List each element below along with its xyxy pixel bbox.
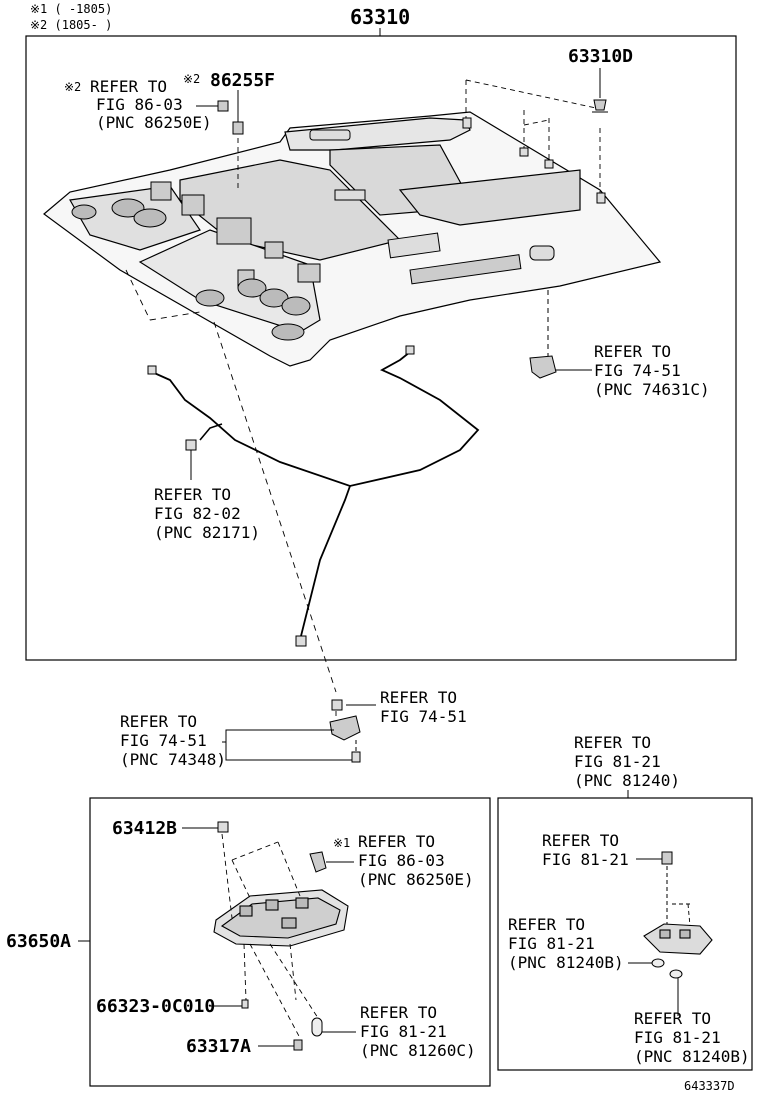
console-dashed-lines xyxy=(221,833,319,1039)
ref-lamp-left-line2: FIG 81-21 xyxy=(508,934,595,953)
lamp-bulb-icon-b xyxy=(669,969,683,979)
lamp-screw-icon xyxy=(661,851,673,865)
lamp-illustration[interactable] xyxy=(643,923,713,955)
ref-86-03-line2: FIG 86-03 xyxy=(96,95,183,114)
ref-lamp-screw-line1: REFER TO xyxy=(542,831,619,850)
ref-74348-line3: (PNC 74348) xyxy=(120,750,226,769)
ref-86-03-mark: ※2 xyxy=(64,80,81,94)
ref-81240-line2: FIG 81-21 xyxy=(574,752,661,771)
console-fastener-icon xyxy=(309,851,327,873)
fastener-icon-a xyxy=(217,100,229,112)
lamp-bulb-icon-a xyxy=(651,958,665,968)
ref-lamp-left-line1: REFER TO xyxy=(508,915,585,934)
ref-74348-leader-b xyxy=(225,742,352,761)
headliner-box xyxy=(25,35,737,661)
ref-86250E-line1: REFER TO xyxy=(358,832,435,851)
ref-86250E-line3: (PNC 86250E) xyxy=(358,870,474,889)
ref-74348-leader xyxy=(222,729,334,743)
note-1: ※1 ( -1805) xyxy=(30,2,112,16)
ref-mid-right-line1: REFER TO xyxy=(380,688,457,707)
ref-lamp-bottom-line3: (PNC 81240B) xyxy=(634,1047,750,1066)
ref-lamp-bottom-line1: REFER TO xyxy=(634,1009,711,1028)
headliner-details xyxy=(71,129,555,341)
clip-icons xyxy=(462,117,606,204)
lamp-box xyxy=(497,797,753,1071)
wire-connector-a xyxy=(185,439,197,451)
fastener-86255F-mark: ※2 xyxy=(183,72,200,86)
sunvisor-bracket-icon xyxy=(329,715,361,741)
wire-connector-c xyxy=(147,365,157,375)
ref-81260C-line3: (PNC 81260C) xyxy=(360,1041,476,1060)
ref-74631C-line1: REFER TO xyxy=(594,342,671,361)
note-2: ※2 (1805- ) xyxy=(30,18,112,32)
clip-dashed-lines xyxy=(237,79,601,193)
ref-74348-line1: REFER TO xyxy=(120,712,197,731)
bracket-clip-icon xyxy=(331,699,343,711)
small-screw-icon xyxy=(241,999,249,1009)
headliner-illustration[interactable] xyxy=(43,111,662,367)
bracket-screw-icon xyxy=(351,751,361,763)
ref-74631C-line3: (PNC 74631C) xyxy=(594,380,710,399)
ref-86-03-line1: REFER TO xyxy=(90,77,167,96)
bulb-icon xyxy=(311,1017,323,1037)
wire-connector-b xyxy=(295,635,307,647)
wire-connector-d xyxy=(405,345,415,355)
ref-74348-line2: FIG 74-51 xyxy=(120,731,207,750)
part-clip-63310D[interactable]: 63310D xyxy=(568,46,633,67)
ref-lamp-screw-line2: FIG 81-21 xyxy=(542,850,629,869)
ref-82171-line1: REFER TO xyxy=(154,485,231,504)
ref-74631C-line2: FIG 74-51 xyxy=(594,361,681,380)
diagram-code: 643337D xyxy=(684,1079,735,1093)
part-63412B[interactable]: 63412B xyxy=(112,818,177,839)
wire-stub xyxy=(199,423,223,441)
sunvisor-holder-icon xyxy=(529,355,557,379)
ref-81240-line3: (PNC 81240) xyxy=(574,771,680,790)
ref-lamp-bottom-line2: FIG 81-21 xyxy=(634,1028,721,1047)
screw-icon xyxy=(293,1039,303,1051)
ref-86250E-line2: FIG 86-03 xyxy=(358,851,445,870)
ref-81240-line1: REFER TO xyxy=(574,733,651,752)
ref-86-03-line3: (PNC 86250E) xyxy=(96,113,212,132)
main-part-number[interactable]: 63310 xyxy=(350,5,410,29)
console-box xyxy=(89,797,491,1087)
console-lamp-illustration[interactable] xyxy=(213,889,349,947)
lamp-dashed-lines xyxy=(672,903,691,927)
part-63317A[interactable]: 63317A xyxy=(186,1036,251,1057)
wire-harness[interactable] xyxy=(151,351,480,487)
part-66323-0C010[interactable]: 66323-0C010 xyxy=(96,996,215,1017)
part-63650A[interactable]: 63650A xyxy=(6,931,71,952)
ref-82171-line2: FIG 82-02 xyxy=(154,504,241,523)
part-fastener-86255F[interactable]: 86255F xyxy=(210,70,275,91)
ref-mid-right-line2: FIG 74-51 xyxy=(380,707,467,726)
ref-81260C-line1: REFER TO xyxy=(360,1003,437,1022)
ref-82171-line3: (PNC 82171) xyxy=(154,523,260,542)
wire-branch[interactable] xyxy=(299,485,351,641)
ref-86250E-mark: ※1 xyxy=(333,836,350,850)
ref-81260C-line2: FIG 81-21 xyxy=(360,1022,447,1041)
ref-lamp-left-line3: (PNC 81240B) xyxy=(508,953,624,972)
cap-icon xyxy=(217,821,229,833)
clip-63310D-icon xyxy=(592,68,608,113)
fastener-icon-b xyxy=(232,121,244,135)
